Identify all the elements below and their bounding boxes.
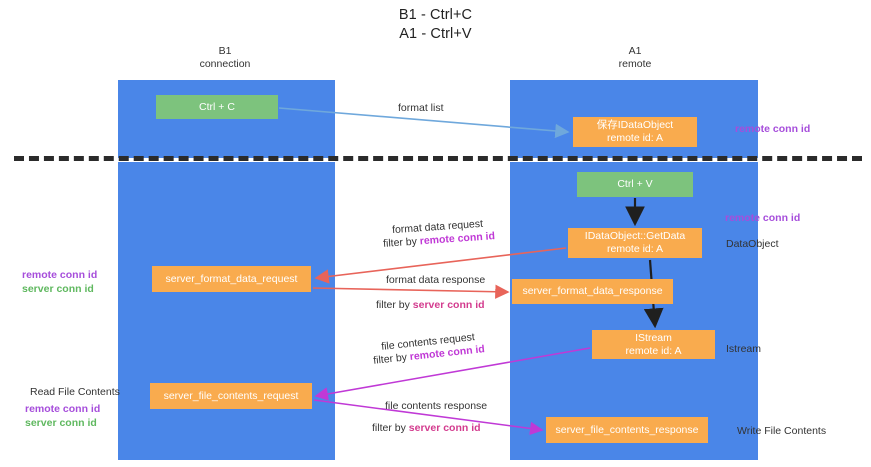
node-server-format-data-response-label: server_format_data_response — [522, 285, 663, 297]
filter-prefix: filter by — [382, 235, 421, 250]
node-istream-label: IStream — [635, 331, 672, 344]
node-idataobject-getdata[interactable]: IDataObject::GetData remote id: A — [568, 228, 702, 258]
node-istream[interactable]: IStream remote id: A — [592, 330, 715, 359]
note-remote-conn-id-left-top: remote conn id — [22, 269, 98, 281]
note-remote-conn-id-mid: remote conn id — [725, 212, 801, 224]
node-server-file-contents-request-label: server_file_contents_request — [163, 389, 299, 402]
node-idataobject-getdata-label: IDataObject::GetData — [584, 230, 686, 242]
node-server-file-contents-request[interactable]: server_file_contents_request — [150, 383, 312, 409]
filter-key-server-conn-id: server conn id — [412, 299, 485, 311]
page-title: B1 - Ctrl+C A1 - Ctrl+V — [0, 6, 871, 44]
edge-label-file-contents-response-filter: filter by server conn id — [372, 421, 481, 435]
note-remote-conn-id-left-bottom: remote conn id — [25, 403, 101, 415]
filter-prefix: filter by — [372, 351, 411, 367]
note-read-file-contents: Read File Contents — [30, 386, 120, 398]
node-server-format-data-request[interactable]: server_format_data_request — [152, 266, 311, 292]
lane-a1-bottom — [510, 162, 758, 460]
edge-label-file-contents-response: file contents response — [385, 400, 488, 412]
note-server-conn-id-left-top: server conn id — [22, 283, 94, 295]
column-header-a1: A1 remote — [618, 45, 652, 70]
title-line-1: B1 - Ctrl+C — [398, 7, 473, 23]
node-istream-remote-id: remote id: A — [625, 344, 682, 357]
note-server-conn-id-left-bottom: server conn id — [25, 417, 97, 429]
edge-format-data-response — [312, 284, 510, 299]
title-line-2: A1 - Ctrl+V — [399, 26, 472, 42]
column-header-b1: B1 connection — [199, 45, 251, 70]
node-server-format-data-request-label: server_format_data_request — [165, 272, 298, 285]
edge-label-format-data-response: format data response — [386, 274, 486, 286]
node-ctrl-c-label: Ctrl + C — [199, 100, 235, 113]
note-istream: Istream — [726, 343, 762, 355]
node-idataobject-store-label: 保存IDataObject — [596, 119, 674, 131]
node-idataobject-store[interactable]: 保存IDataObject remote id: A — [573, 117, 697, 147]
phase-separator-dashed-line — [14, 156, 862, 161]
note-write-file-contents: Write File Contents — [737, 425, 827, 437]
filter-key-remote-conn-id: remote conn id — [419, 230, 496, 248]
edge-label-format-data-response-filter: filter by server conn id — [376, 298, 485, 312]
filter-key-server-conn-id: server conn id — [408, 422, 481, 434]
node-ctrl-v-label: Ctrl + V — [617, 178, 653, 190]
node-server-format-data-response[interactable]: server_format_data_response — [512, 279, 673, 304]
edge-label-format-list: format list — [398, 102, 444, 114]
node-server-file-contents-response[interactable]: server_file_contents_response — [546, 417, 708, 443]
lane-b1-top — [118, 80, 335, 158]
node-idataobject-store-remote-id: remote id: A — [606, 132, 664, 144]
lane-b1-bottom — [118, 162, 335, 460]
note-remote-conn-id-top: remote conn id — [735, 123, 811, 135]
node-server-file-contents-response-label: server_file_contents_response — [555, 423, 699, 436]
node-idataobject-getdata-remote-id: remote id: A — [606, 243, 664, 255]
note-dataobject: DataObject — [726, 238, 779, 250]
filter-prefix: filter by — [372, 422, 409, 434]
node-ctrl-c[interactable]: Ctrl + C — [156, 95, 278, 119]
filter-prefix: filter by — [376, 299, 413, 311]
node-ctrl-v[interactable]: Ctrl + V — [577, 172, 693, 197]
